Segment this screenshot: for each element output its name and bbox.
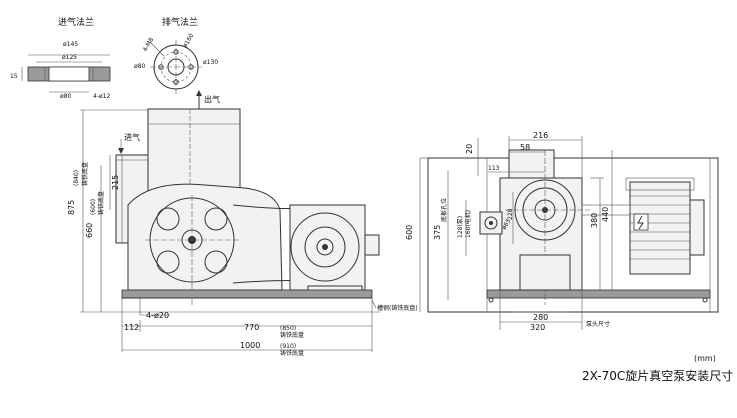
dim-375: 375 xyxy=(433,225,442,240)
holes-4-20: 4-ø20 xyxy=(146,311,169,320)
inlet-d80: ø80 xyxy=(60,93,71,100)
dim-215: 215 xyxy=(111,175,120,190)
dim-1000: 1000 xyxy=(240,341,260,350)
dim-320: 320 xyxy=(530,323,545,332)
inlet-d145: ø145 xyxy=(63,41,78,48)
pump-head-note: 泵头尺寸 xyxy=(586,320,610,328)
dim-280: 280 xyxy=(533,313,548,322)
units-label: (mm) xyxy=(694,354,716,363)
exhaust-d80: ø80 xyxy=(134,63,145,70)
dim-600-end: 600 xyxy=(405,225,414,240)
exhaust-label: 出气 xyxy=(204,94,220,104)
dim-58: 58 xyxy=(520,143,530,152)
inlet-label: 进气 xyxy=(124,132,140,142)
dim-113: 113 xyxy=(488,165,500,172)
dim-600: (600) xyxy=(90,199,97,215)
dim-910: (910) xyxy=(280,343,296,350)
dim-160: 160(电机) xyxy=(464,210,472,238)
inlet-flange-title: 进气法兰 xyxy=(58,16,94,28)
dim-375-note: 底板孔位 xyxy=(440,198,448,222)
dim-850: (850) xyxy=(280,325,296,332)
dim-875: 875 xyxy=(67,200,76,215)
exhaust-flange-title: 排气法兰 xyxy=(162,16,198,28)
dim-216: 216 xyxy=(533,131,548,140)
dim-112: 112 xyxy=(124,323,139,332)
exhaust-4m: 4-M8 xyxy=(142,36,156,53)
exhaust-flange-drawing: 排气法兰 4-M8 ø80 ø130 ø160 xyxy=(134,16,218,94)
inlet-d125: ø125 xyxy=(62,54,77,61)
dim-840-note: 铸铁底盘 xyxy=(81,162,89,186)
inlet-flange-drawing: 进气法兰 ø145 ø125 15 ø80 4-ø12 xyxy=(10,16,110,100)
dim-d65: ø65 xyxy=(501,218,513,231)
exhaust-d160: ø160 xyxy=(182,32,196,49)
inlet-t15: 15 xyxy=(10,73,18,80)
side-view-drawing: 出气 进气 xyxy=(67,90,418,357)
dim-20: 20 xyxy=(465,144,474,154)
dim-910-note: 铸铁底盘 xyxy=(280,349,304,357)
dim-850-note: 铸铁底盘 xyxy=(280,331,304,339)
dim-770: 770 xyxy=(244,323,259,332)
exhaust-d130: ø130 xyxy=(203,59,218,66)
dim-128: 128(泵) xyxy=(457,216,464,238)
dim-228: 228 xyxy=(507,208,514,220)
dim-440: 440 xyxy=(601,207,610,222)
dim-600-note: 铸铁底盘 xyxy=(97,191,105,215)
dim-380: 380 xyxy=(590,213,599,228)
inlet-d12: 4-ø12 xyxy=(93,93,110,100)
dim-840: (840) xyxy=(73,170,80,186)
dim-660: 660 xyxy=(85,223,94,238)
end-view-drawing: 216 58 20 113 600 375 底板孔位 128(泵) 160(电机… xyxy=(405,131,719,332)
drawing-title: 2X-70C旋片真空泵安装尺寸 xyxy=(582,368,733,383)
base-note: 槽钢(铸铁底盘) xyxy=(377,304,418,312)
